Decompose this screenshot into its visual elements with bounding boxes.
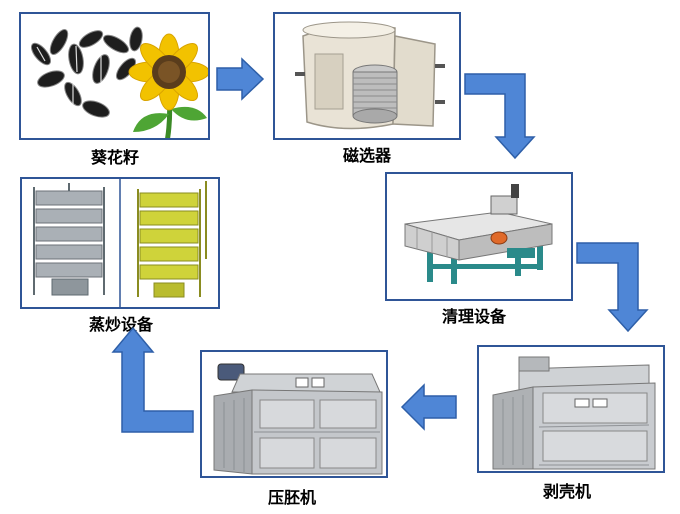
step-label-sunflower-seed: 葵花籽 <box>90 148 139 167</box>
arrow-elbow-down-icon <box>464 73 536 160</box>
steaming-equipment-illustration <box>22 179 207 307</box>
steaming-equipment-image <box>20 177 220 309</box>
arrow-elbow-down-icon <box>576 242 649 333</box>
dehuller-image <box>477 345 665 473</box>
cleaning-equipment-image <box>385 172 573 301</box>
arrow-elbow-up-icon <box>111 326 194 433</box>
magnetic-separator-image <box>273 12 461 140</box>
arrow-right-icon <box>216 57 265 101</box>
cleaning-equipment-illustration <box>404 184 553 284</box>
step-label-flaking-mill: 压胚机 <box>267 488 316 507</box>
step-label-dehuller: 剥壳机 <box>542 482 591 501</box>
step-label-cleaning-equipment: 清理设备 <box>441 307 506 326</box>
dehuller-illustration <box>492 356 656 470</box>
step-label-steaming-equipment: 蒸炒设备 <box>88 315 153 334</box>
arrow-left-icon <box>400 383 457 431</box>
step-label-magnetic-separator: 磁选器 <box>342 146 391 165</box>
flaking-mill-image <box>200 350 388 478</box>
flaking-mill-illustration <box>213 363 383 475</box>
magnetic-separator-illustration <box>295 21 445 130</box>
sunflower-seed-illustration <box>30 26 208 138</box>
sunflower-seed-image <box>19 12 210 140</box>
